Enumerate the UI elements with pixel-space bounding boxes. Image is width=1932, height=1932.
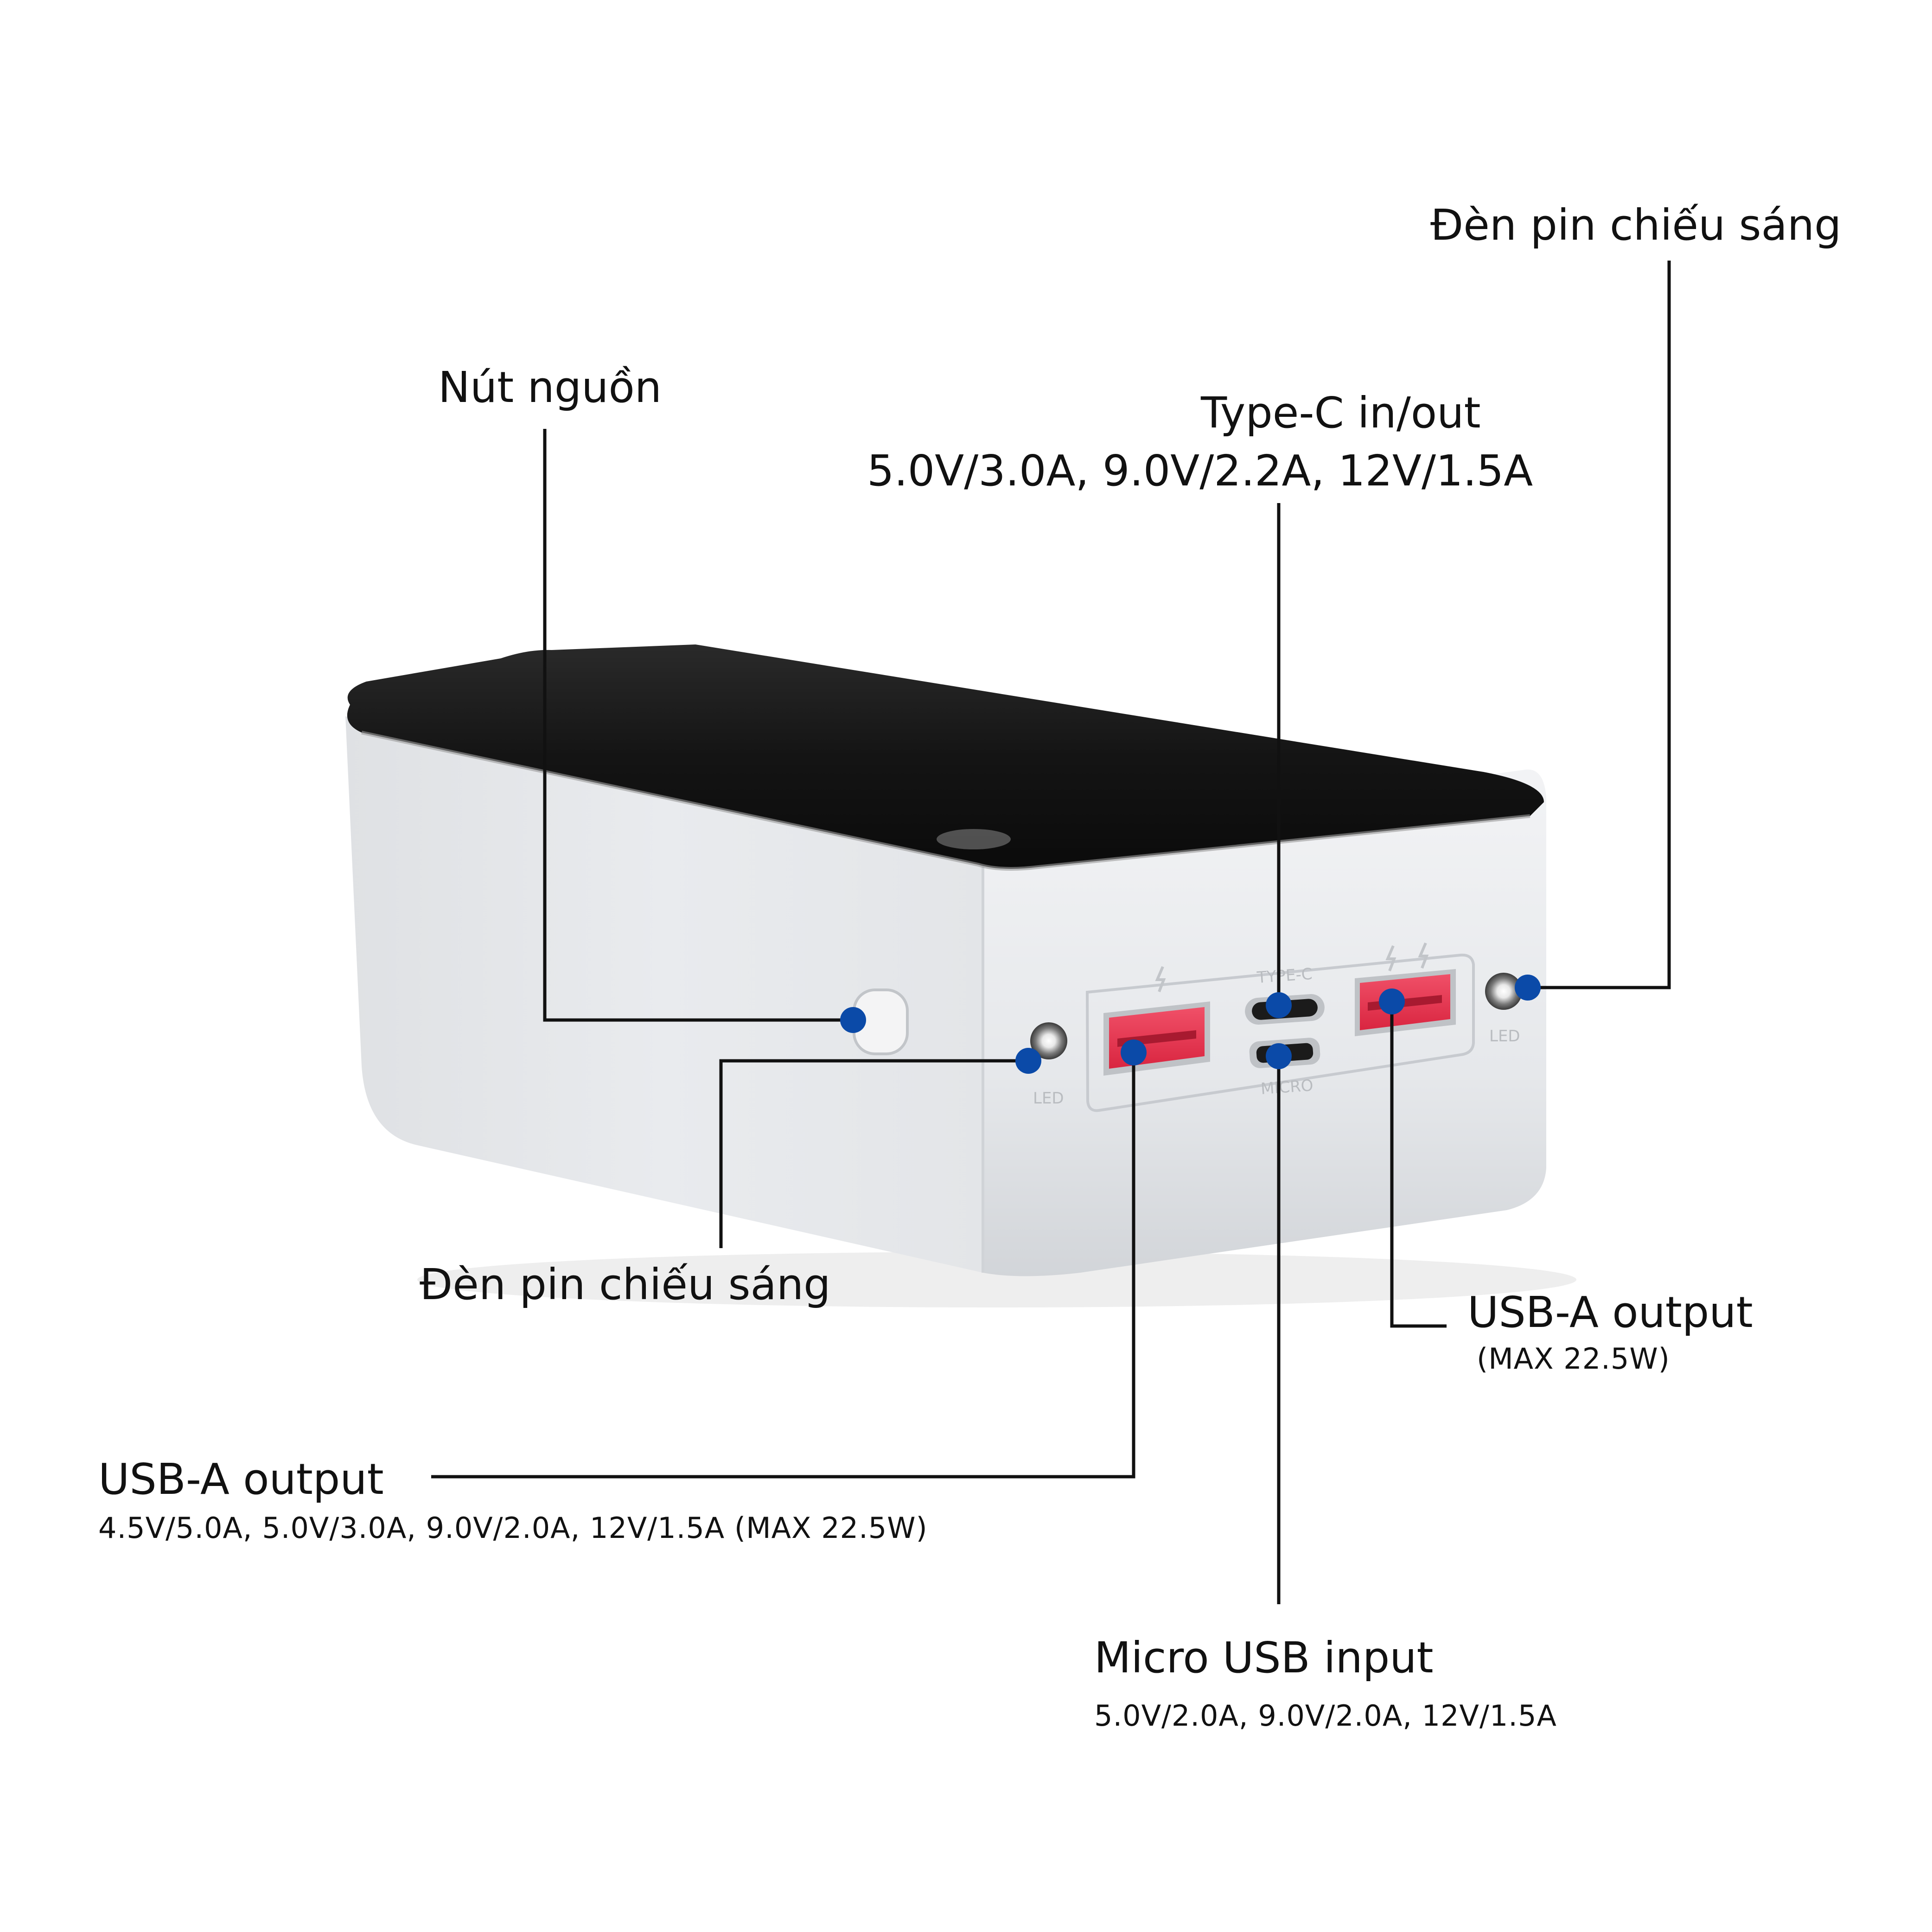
callout-dot-usb-a-right (1379, 988, 1405, 1014)
device-top-cover (347, 644, 1544, 869)
usb-a-right-spec: (MAX 22.5W) (1477, 1342, 1670, 1376)
callout-dot-micro-usb (1266, 1043, 1292, 1069)
micro-usb-spec: 5.0V/2.0A, 9.0V/2.0A, 12V/1.5A (1094, 1699, 1557, 1733)
power-button-title: Nút nguồn (438, 363, 662, 412)
callout-dot-flashlight-top (1515, 975, 1541, 1001)
leader-line-flashlight-top (1528, 261, 1671, 989)
type-c-panel-label: TYPE-C (1256, 965, 1313, 987)
micro-panel-label: MICRO (1260, 1076, 1314, 1098)
leader-line-usb-a-right (1390, 1001, 1447, 1328)
device-side-face (345, 716, 983, 1273)
port-panel (1085, 953, 1475, 1112)
leader-line-flashlight-left (719, 1059, 1027, 1248)
device-top-rim-highlight (361, 731, 1530, 871)
lightning-icon (1418, 942, 1429, 969)
usb-a-right-port[interactable] (1355, 969, 1456, 1036)
type-c-title: Type-C in/out (1201, 388, 1481, 438)
top-cover-reflection (937, 829, 1011, 849)
led-left-panel-label: LED (1033, 1089, 1064, 1108)
callout-dot-power-button (840, 1007, 866, 1033)
leader-line-usb-a-left (431, 1052, 1135, 1479)
type-c-spec: 5.0V/3.0A, 9.0V/2.2A, 12V/1.5A (867, 446, 1533, 496)
flashlight-left-title: Đèn pin chiếu sáng (420, 1260, 831, 1309)
usb-a-right-title: USB-A output (1467, 1288, 1753, 1337)
led-right-shape (1485, 973, 1522, 1010)
callout-dot-usb-a-left (1121, 1039, 1147, 1065)
device-shadow (417, 1252, 1576, 1307)
usb-a-left-title: USB-A output (98, 1454, 384, 1504)
lightning-icon (1385, 945, 1396, 972)
led-left-shape (1030, 1022, 1067, 1059)
usb-a-left-spec: 4.5V/5.0A, 5.0V/3.0A, 9.0V/2.0A, 12V/1.5… (98, 1511, 928, 1545)
led-right-panel-label: LED (1489, 1027, 1520, 1046)
callout-dot-type-c (1266, 992, 1292, 1018)
callout-dot-flashlight-left (1015, 1048, 1041, 1074)
micro-usb-title: Micro USB input (1094, 1633, 1434, 1683)
flashlight-top-title: Đèn pin chiếu sáng (1430, 200, 1842, 250)
lightning-icon (1155, 966, 1166, 993)
leader-line-power-button (543, 429, 853, 1022)
